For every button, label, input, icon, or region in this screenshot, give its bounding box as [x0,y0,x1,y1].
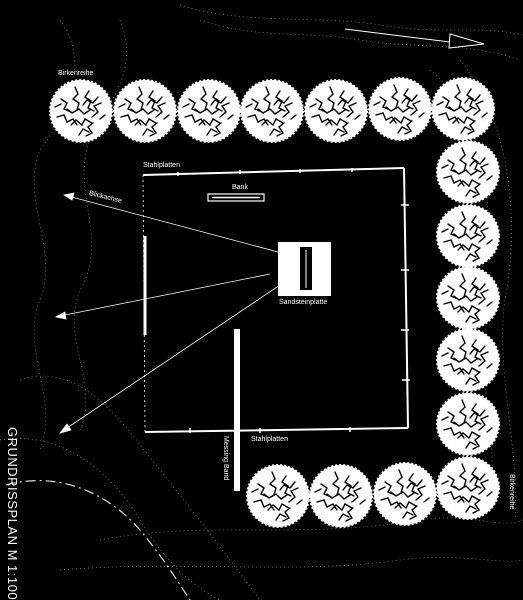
plan-title: GRUNDRISSPLAN M 1:100 [5,427,20,600]
sandstone-slab [278,242,331,296]
north-arrow [344,28,485,49]
label-sandstone-slab: Sandsteinplatte [279,299,328,306]
label-steel-plates-top: Stahlplatten [143,162,180,169]
view-axis-lines [54,192,281,434]
label-steel-plates-bottom: Stahlplatten [251,436,288,443]
label-cross: Kreuz [320,246,327,265]
dashdot-path [5,480,191,600]
bench [207,193,265,202]
label-birch-row-right: Birkenreihe [508,474,515,510]
label-bench: Bank [232,184,248,191]
birch-row-bottom [246,462,437,528]
brass-band [234,329,240,491]
label-brass-band: Messing Band [222,436,229,481]
label-birch-row-top: Birkenreihe [58,70,94,77]
building-outline [142,167,410,433]
